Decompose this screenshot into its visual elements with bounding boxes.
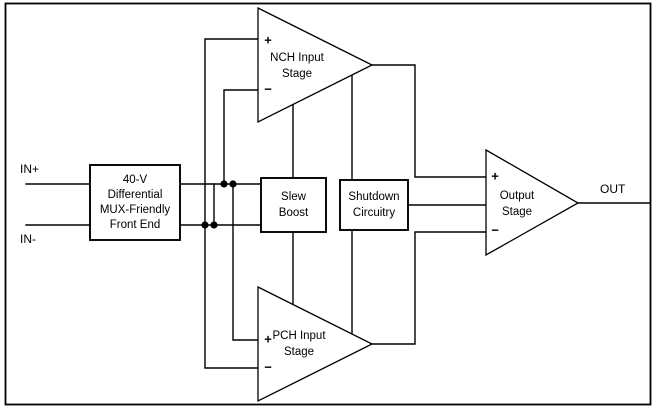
- junction-dot: [201, 221, 209, 229]
- block-pch-input-stage[interactable]: + − PCH Input Stage: [257, 285, 374, 403]
- shutdown-circuitry-label-line2: Circuitry: [353, 207, 395, 219]
- pch-input-stage-triangle: [257, 285, 374, 403]
- wire-bus-pos-to-pch-plus: [232, 183, 259, 341]
- port-label-out: OUT: [600, 182, 626, 196]
- slew-boost-label-line2: Boost: [279, 207, 309, 219]
- pch-input-stage-label-line2: Stage: [284, 346, 314, 358]
- front-end-label-line1: 40-V: [123, 174, 148, 186]
- junction-dot: [229, 180, 237, 188]
- front-end-label-line2: Differential: [108, 189, 163, 201]
- slew-boost-box: [260, 177, 327, 233]
- nch-plus-sign: +: [264, 32, 272, 47]
- port-label-in-positive: IN+: [20, 162, 39, 176]
- output-stage-label-line1: Output: [500, 190, 535, 202]
- nch-minus-sign: −: [264, 81, 272, 96]
- shutdown-circuitry-label-line1: Shutdown: [348, 191, 399, 203]
- output-stage-triangle: [485, 148, 580, 257]
- front-end-box: [89, 164, 181, 241]
- junction-dot: [210, 221, 218, 229]
- nch-input-stage-label-line1: NCH Input: [270, 52, 324, 64]
- wire-bus-pos-to-nch-minus: [223, 89, 259, 185]
- block-nch-input-stage[interactable]: + − NCH Input Stage: [257, 6, 374, 124]
- shutdown-circuitry-box: [339, 179, 409, 231]
- pch-input-stage-label-line1: PCH Input: [272, 330, 326, 342]
- block-output-stage[interactable]: + − Output Stage: [485, 148, 580, 257]
- output-minus-sign: −: [491, 222, 499, 237]
- wire-pch-out-to-output-minus: [371, 231, 487, 345]
- wire-nch-out-to-output-plus: [371, 64, 487, 178]
- output-stage-label-line2: Stage: [502, 206, 532, 218]
- front-end-label-line3: MUX-Friendly: [100, 204, 171, 216]
- wire-bus-neg-to-pch-minus: [204, 224, 259, 369]
- block-shutdown-circuitry[interactable]: Shutdown Circuitry: [339, 179, 409, 231]
- block-front-end[interactable]: 40-V Differential MUX-Friendly Front End: [89, 164, 181, 241]
- junction-dot: [220, 180, 228, 188]
- slew-boost-label-line1: Slew: [281, 191, 307, 203]
- block-slew-boost[interactable]: Slew Boost: [260, 177, 327, 233]
- front-end-label-line4: Front End: [110, 219, 161, 231]
- output-plus-sign: +: [491, 168, 499, 183]
- pch-plus-sign: +: [264, 331, 272, 346]
- wire-bus-neg-to-nch-plus: [204, 38, 259, 226]
- nch-input-stage-triangle: [257, 6, 374, 124]
- nch-input-stage-label-line2: Stage: [282, 68, 312, 80]
- pch-minus-sign: −: [264, 359, 272, 374]
- port-label-in-negative: IN-: [20, 232, 36, 246]
- wire-layer: [25, 38, 651, 369]
